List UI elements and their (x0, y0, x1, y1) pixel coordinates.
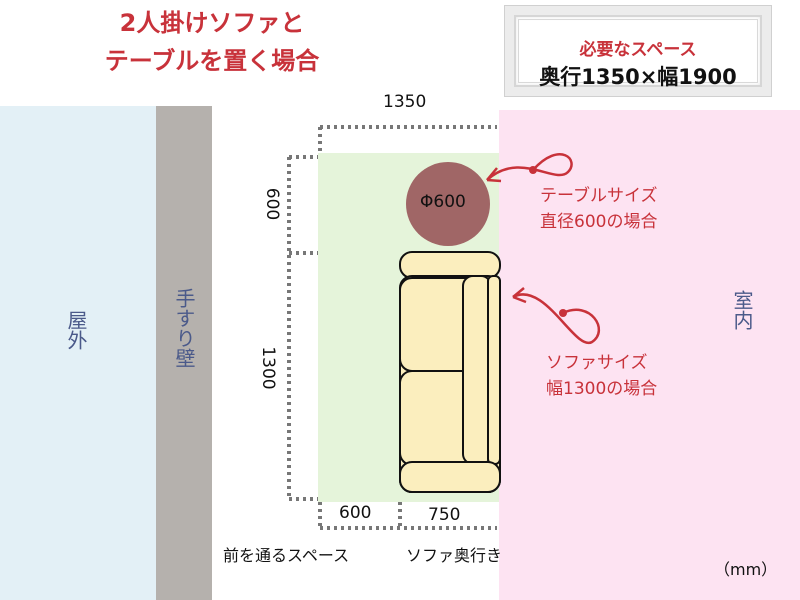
table-size-annotation: テーブルサイズ 直径600の場合 (540, 183, 657, 235)
sofa-size-line-1: ソファサイズ (546, 353, 648, 373)
required-space-frame: 必要なスペース 奥行1350×幅1900 (505, 6, 771, 96)
table-size-line-2: 直径600の場合 (540, 212, 658, 232)
table-diameter-label: Φ600 (420, 192, 466, 212)
frame-border (518, 19, 758, 83)
dimension-line-bottom (318, 502, 497, 530)
sofa (399, 251, 501, 493)
handrail-wall-label-text: 手すり壁 (172, 288, 196, 368)
sofa-depth-caption: ソファ奥行き (406, 546, 503, 565)
dimension-passage: 600 (339, 503, 372, 523)
outdoor-label: 屋外 (61, 310, 91, 350)
table-annotation-arrow (486, 153, 573, 183)
handrail-wall-label: 手すり壁 (169, 288, 199, 368)
sofa-annotation-arrow (512, 287, 601, 345)
outdoor-region (0, 106, 156, 600)
table-circle (406, 162, 490, 246)
indoor-region (499, 110, 800, 600)
dimension-sofa-width: 1300 (258, 346, 278, 390)
indoor-label: 室内 (727, 290, 757, 330)
unit-caption: （mm） (714, 560, 778, 579)
table-size-line-1: テーブルサイズ (540, 186, 658, 206)
sofa-size-annotation: ソファサイズ 幅1300の場合 (546, 350, 657, 402)
dimension-total-depth: 1350 (383, 92, 427, 112)
diagram-title: 2人掛けソファと テーブルを置く場合 (62, 4, 362, 80)
dimension-sofa-depth: 750 (428, 505, 461, 525)
dimension-line-left (287, 155, 318, 501)
passage-caption: 前を通るスペース (223, 546, 350, 565)
dimension-table-depth: 600 (262, 187, 282, 221)
title-line-1: 2人掛けソファと (119, 9, 305, 37)
indoor-label-text: 室内 (730, 290, 754, 330)
title-line-2: テーブルを置く場合 (104, 47, 320, 75)
handrail-wall-region (156, 106, 212, 600)
required-space-label: 必要なスペース (579, 40, 697, 60)
outdoor-label-text: 屋外 (64, 310, 88, 350)
dimension-line-top (318, 125, 497, 153)
sofa-size-line-2: 幅1300の場合 (546, 379, 658, 399)
required-space-value: 奥行1350×幅1900 (539, 65, 737, 89)
